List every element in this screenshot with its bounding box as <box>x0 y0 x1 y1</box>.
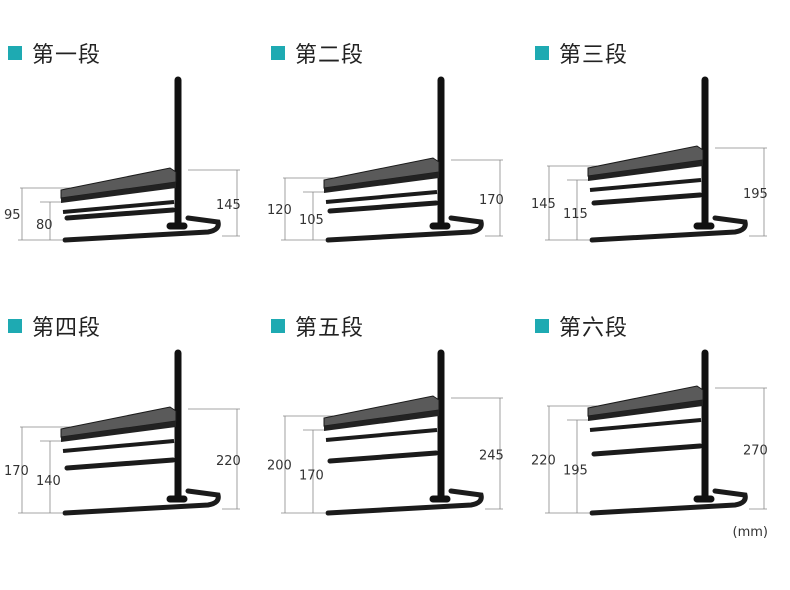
step-panel-2: 第二段 120 105 170 <box>263 0 526 290</box>
step-title: 第五段 <box>271 311 364 341</box>
dimension-inner-label: 115 <box>563 207 588 222</box>
step-title-text: 第六段 <box>559 316 629 341</box>
step-title: 第三段 <box>535 38 628 68</box>
footrest-drawing: 145 115 195 <box>531 76 768 243</box>
footrest-drawing: 220 195 270 <box>531 349 768 516</box>
step-title: 第一段 <box>8 38 101 68</box>
step-panel-6: 第六段 220 195 270 <box>527 273 790 563</box>
dimension-height-label: 170 <box>479 193 504 208</box>
dimension-outer-label: 220 <box>531 454 556 469</box>
bullet-square-icon <box>271 46 285 60</box>
dimension-outer-label: 170 <box>4 464 29 479</box>
dimension-inner-label: 105 <box>299 213 324 228</box>
bullet-square-icon <box>535 319 549 333</box>
step-panel-3: 第三段 145 115 195 <box>527 0 790 290</box>
bullet-square-icon <box>8 46 22 60</box>
step-title: 第二段 <box>271 38 364 68</box>
dimension-inner-label: 195 <box>563 464 588 479</box>
step-title-text: 第四段 <box>32 316 102 341</box>
footrest-drawing: 200 170 245 <box>267 349 504 516</box>
step-title-text: 第五段 <box>295 316 365 341</box>
dimension-height-label: 245 <box>479 449 504 464</box>
dimension-height-label: 270 <box>743 444 768 459</box>
dimension-inner-label: 80 <box>36 218 53 233</box>
step-panel-4: 第四段 170 140 220 <box>0 273 263 563</box>
dimension-outer-label: 95 <box>4 208 21 223</box>
dimension-height-label: 195 <box>743 187 768 202</box>
dimension-inner-label: 140 <box>36 474 61 489</box>
dimension-outer-label: 145 <box>531 197 556 212</box>
dimension-height-label: 220 <box>216 454 241 469</box>
step-title: 第四段 <box>8 311 101 341</box>
step-title-text: 第二段 <box>295 43 365 68</box>
footrest-drawing: 95 80 145 <box>4 76 241 243</box>
step-panel-1: 第一段 95 80 145 <box>0 0 263 290</box>
dimension-height-label: 145 <box>216 198 241 213</box>
bullet-square-icon <box>535 46 549 60</box>
bullet-square-icon <box>271 319 285 333</box>
dimension-inner-label: 170 <box>299 469 324 484</box>
step-title: 第六段 <box>535 311 628 341</box>
step-panel-5: 第五段 200 170 245 <box>263 273 526 563</box>
step-title-text: 第三段 <box>559 43 629 68</box>
step-title-text: 第一段 <box>32 43 102 68</box>
unit-label: (mm) <box>732 525 768 540</box>
dimension-outer-label: 120 <box>267 203 292 218</box>
footrest-drawing: 120 105 170 <box>267 76 504 243</box>
footrest-drawing: 170 140 220 <box>4 349 241 516</box>
dimension-outer-label: 200 <box>267 459 292 474</box>
bullet-square-icon <box>8 319 22 333</box>
